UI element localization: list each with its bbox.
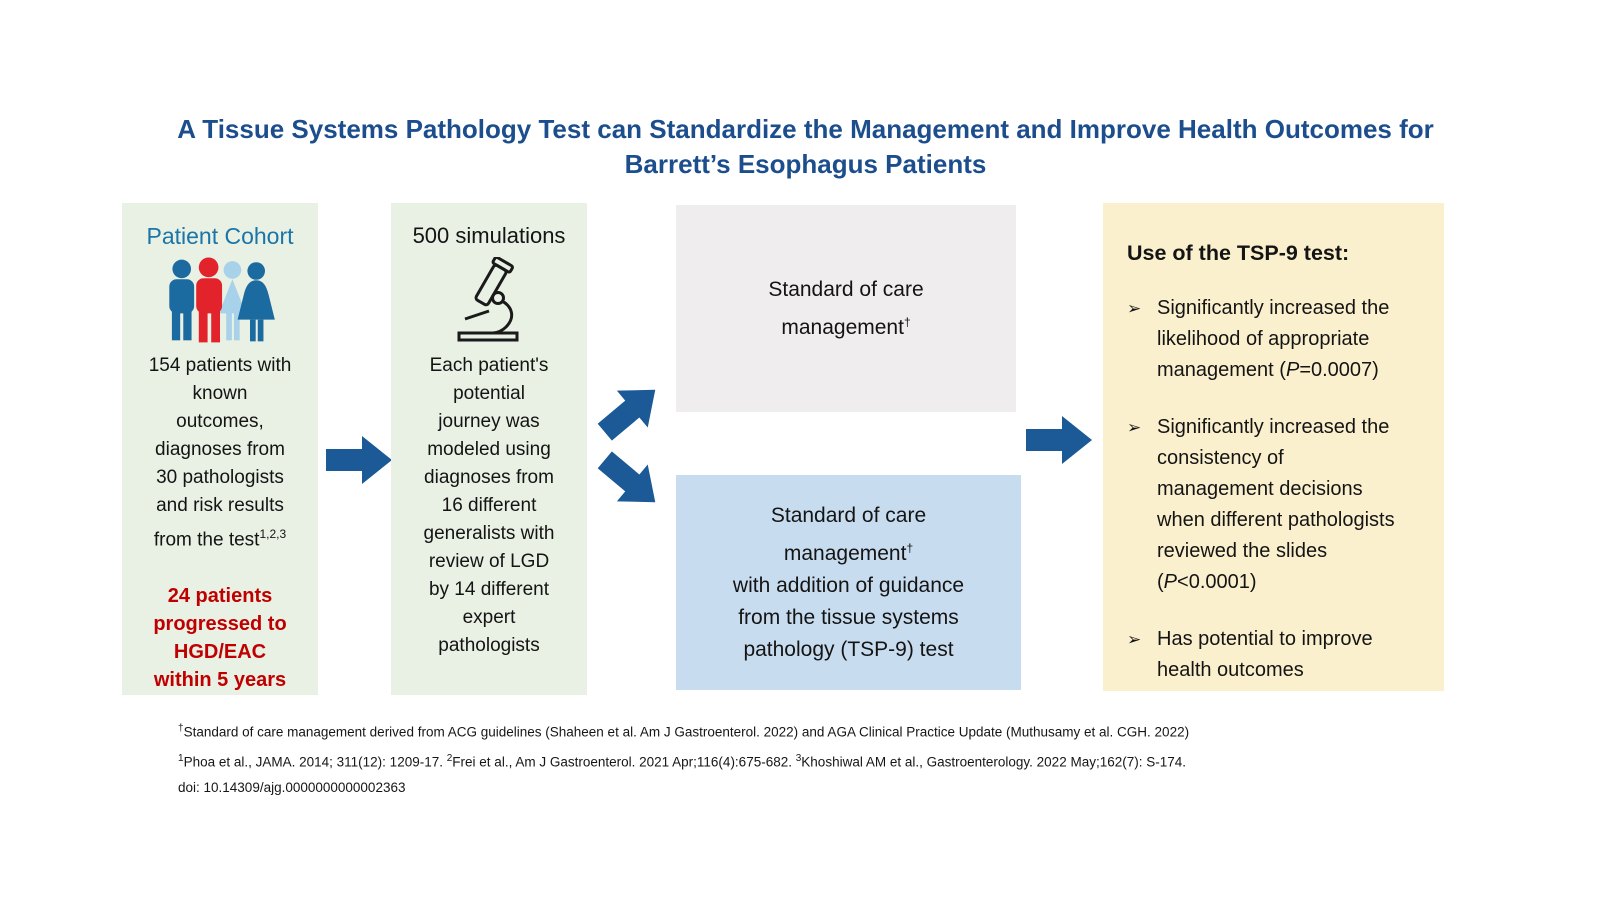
arrow-right-icon	[1026, 412, 1092, 468]
cohort-description: 154 patients with known outcomes, diagno…	[130, 352, 310, 554]
footnote-text: Phoa et al., JAMA. 2014; 311(12): 1209-1…	[183, 754, 447, 769]
results-heading: Use of the TSP-9 test:	[1127, 241, 1350, 265]
simulations-box: 500 simulations Each patient's potential…	[391, 203, 587, 695]
footnote-text: Frei et al., Am J Gastroenterol. 2021 Ap…	[452, 754, 796, 769]
bullet-text-post: =0.0007)	[1299, 359, 1379, 381]
footnote-text: Standard of care management derived from…	[183, 724, 1190, 740]
standard-of-care-label: Standard of care management†	[768, 274, 923, 344]
simulations-heading: 500 simulations	[412, 223, 566, 248]
footnote-text: Khoshiwal AM et al., Gastroenterology. 2…	[801, 754, 1187, 769]
arrowhead-bullet-icon: ➢	[1127, 299, 1142, 318]
footnotes: †Standard of care management derived fro…	[178, 716, 1448, 801]
standard-of-care-box: Standard of care management†	[676, 205, 1016, 412]
tsp9-guidance-text: with addition of guidance from the tissu…	[732, 573, 965, 661]
simulations-description: Each patient's potential journey was mod…	[423, 355, 555, 656]
cohort-heading: Patient Cohort	[146, 223, 294, 249]
standard-of-care-tsp9-label: Standard of care management† with additio…	[733, 500, 964, 666]
arrowhead-bullet-icon: ➢	[1127, 418, 1142, 437]
p-value-symbol: P	[1285, 359, 1300, 381]
standard-of-care-tsp9-text: Standard of care management	[770, 503, 927, 565]
result-bullet-health-outcomes: ➢ Has potential to improve health outcom…	[1127, 624, 1422, 686]
cohort-reference-superscript: 1,2,3	[259, 527, 287, 541]
footnote-dagger: †Standard of care management derived fro…	[178, 716, 1448, 746]
footnote-superscript: †	[178, 723, 184, 734]
dagger-superscript: †	[903, 314, 911, 329]
footnote-superscript: 2	[446, 752, 453, 764]
footnote-superscript: 1	[178, 752, 184, 764]
page-title: A Tissue Systems Pathology Test can Stan…	[177, 114, 1434, 179]
result-bullet-appropriate-management: ➢ Significantly increased the likelihood…	[1127, 293, 1422, 386]
arrowhead-bullet-icon: ➢	[1127, 630, 1142, 649]
dagger-superscript: †	[906, 540, 914, 555]
p-value-symbol: P	[1163, 571, 1178, 593]
bullet-text-pre: Has potential to improve health outcomes	[1157, 628, 1373, 681]
arrow-down-right-icon	[587, 438, 674, 523]
result-bullet-consistency: ➢ Significantly increased the consistenc…	[1127, 412, 1422, 598]
cohort-progression-highlight: 24 patients progressed to HGD/EAC within…	[153, 585, 287, 692]
result-bullet-text: Has potential to improve health outcomes	[1157, 624, 1373, 686]
footnote-references: 1Phoa et al., JAMA. 2014; 311(12): 1209-…	[178, 746, 1448, 776]
tsp9-results-box: Use of the TSP-9 test: ➢ Significantly i…	[1103, 203, 1444, 691]
cohort-description-text: 154 patients with known outcomes, diagno…	[148, 355, 292, 551]
arrow-right-icon	[326, 432, 392, 488]
bullet-text-pre: Significantly increased the likelihood o…	[1157, 297, 1390, 381]
footnote-superscript: 3	[795, 752, 802, 764]
footnote-doi: doi: 10.14309/ajg.0000000000002363	[178, 780, 406, 795]
people-icon	[130, 257, 310, 350]
patient-cohort-box: Patient Cohort	[122, 203, 318, 695]
bullet-text-post: <0.0001)	[1177, 571, 1257, 593]
standard-of-care-tsp9-box: Standard of care management† with additio…	[676, 475, 1021, 690]
bullet-text-pre: Significantly increased the consistency …	[1157, 416, 1395, 593]
result-bullet-text: Significantly increased the consistency …	[1157, 412, 1395, 598]
result-bullet-text: Significantly increased the likelihood o…	[1157, 293, 1389, 386]
microscope-icon	[399, 255, 579, 350]
standard-of-care-text: Standard of care management	[768, 277, 924, 339]
arrow-up-right-icon	[587, 368, 674, 453]
